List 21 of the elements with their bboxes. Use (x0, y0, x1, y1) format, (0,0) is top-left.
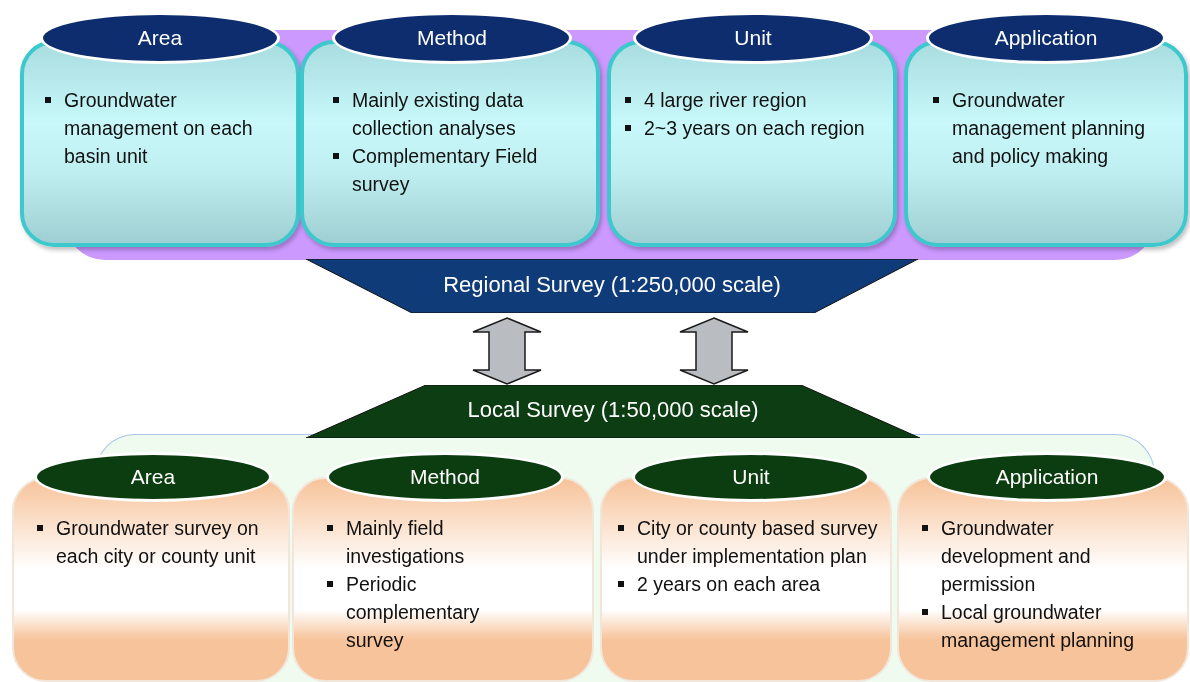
bullet-text: City or county based survey under implementation plan (637, 516, 879, 569)
bullet-text: Groundwater management on each basin unit (64, 88, 254, 169)
category-label: Method (332, 12, 572, 64)
banner-title: Local Survey (1:50,000 scale) (466, 397, 760, 423)
bullet-text: Periodic complementary survey (346, 572, 481, 653)
double-block-arrow (679, 317, 749, 385)
category-label: Area (40, 12, 280, 64)
bullet-text: Mainly field investigations (346, 516, 466, 569)
bullet-text: 4 large river region (644, 88, 808, 113)
bullet-text: Complementary Field survey (352, 144, 539, 197)
banner-title: Regional Survey (1:250,000 scale) (442, 272, 782, 298)
bullet-text: Mainly existing data collection analyses (352, 88, 525, 141)
double-block-arrow (472, 317, 542, 385)
bullet-text: Local groundwater management planning (941, 600, 1135, 653)
bullet-text: 2 years on each area (637, 572, 822, 597)
bullet-text: Groundwater development and permission (941, 516, 1092, 597)
bullet-text: Groundwater management planning and policy making (952, 88, 1146, 169)
category-label: Application (926, 12, 1166, 64)
category-label: Unit (633, 12, 873, 64)
bullet-text: Groundwater survey on each city or county unit (56, 516, 260, 569)
bullet-text: 2~3 years on each region (644, 116, 866, 141)
